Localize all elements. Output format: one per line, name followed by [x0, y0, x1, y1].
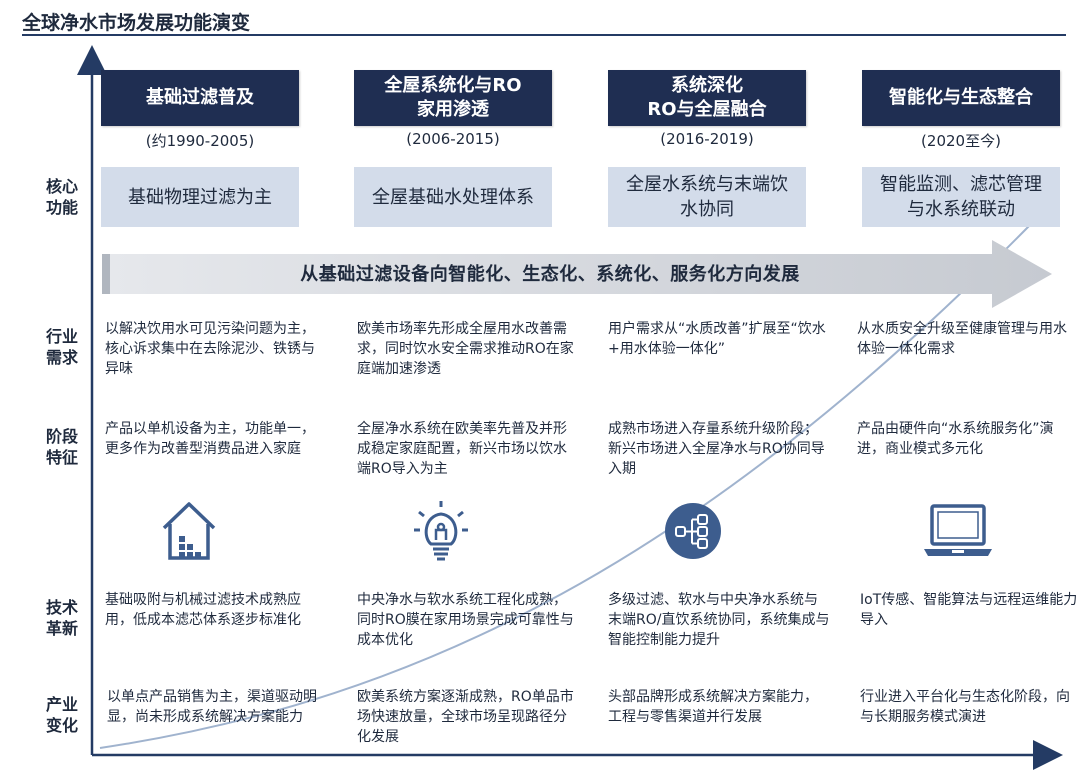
stage-2-features: 全屋净水系统在欧美率先普及并形成稳定家庭配置，新兴市场以饮水端RO导入为主	[357, 421, 567, 477]
stage-1-period: (约1990-2005)	[145, 132, 255, 150]
row-label-features: 阶段 特征	[45, 427, 78, 467]
stage-3-period: (2016-2019)	[660, 130, 754, 148]
stage-2-period: (2006-2015)	[406, 130, 500, 148]
stage-2-core: 全屋基础水处理体系	[354, 167, 552, 227]
stage-1-tech: 基础吸附与机械过滤技术成熟应用，低成本滤芯体系逐步标准化	[105, 592, 301, 628]
stage-4-core: 智能监测、滤芯管理与水系统联动	[862, 167, 1060, 227]
laptop-icon	[924, 504, 992, 556]
growth-curve	[99, 224, 1031, 749]
stage-3-demand: 用户需求从“水质改善”扩展至“饮水+用水体验一体化”	[608, 321, 826, 357]
title-rule	[22, 34, 1066, 36]
stage-2-demand: 欧美市场率先形成全屋用水改善需求，同时饮水安全需求推动RO在家庭端加速渗透	[357, 321, 574, 377]
row-label-industry: 产业 变化	[45, 695, 78, 735]
stage-1-core: 基础物理过滤为主	[101, 167, 299, 227]
stage-3-features: 成熟市场进入存量系统升级阶段；新兴市场进入全屋净水与RO协同导入期	[608, 421, 825, 477]
page-title: 全球净水市场发展功能演变	[22, 12, 251, 34]
stage-3-core: 全屋水系统与末端饮水协同	[608, 167, 806, 227]
lightbulb-icon	[414, 501, 468, 561]
row-label-core: 核心 功能	[45, 177, 78, 217]
stage-1-demand: 以解决饮用水可见污染问题为主，核心诉求集中在去除泥沙、铁锈与异味	[105, 321, 315, 377]
stage-1-title: 基础过滤普及	[101, 70, 299, 126]
stage-4-tech: IoT传感、智能算法与远程运维能力导入	[860, 592, 1078, 628]
stage-4-features: 产品由硬件向“水系统服务化”演进，商业模式多元化	[857, 421, 1054, 457]
stage-4-industry: 行业进入平台化与生态化阶段，向与长期服务模式演进	[860, 689, 1070, 725]
development-band-text: 从基础过滤设备向智能化、生态化、系统化、服务化方向发展	[300, 264, 800, 285]
row-label-tech: 技术 革新	[45, 598, 78, 638]
stage-2-title: 全屋系统化与RO 家用渗透	[354, 70, 552, 126]
stage-4-demand: 从水质安全升级至健康管理与用水体验一体化需求	[857, 321, 1067, 357]
stage-3-industry: 头部品牌形成系统解决方案能力，工程与零售渠道并行发展	[608, 689, 818, 725]
stage-1-features: 产品以单机设备为主，功能单一，更多作为改善型消费品进入家庭	[105, 421, 315, 457]
stage-3-title: 系统深化 RO与全屋融合	[608, 70, 806, 126]
stage-1-industry: 以单点产品销售为主，渠道驱动明显，尚未形成系统解决方案能力	[107, 689, 317, 725]
stage-3-tech: 多级过滤、软水与中央净水系统与末端RO/直饮系统协同，系统集成与智能控制能力提升	[608, 592, 830, 648]
stage-2-tech: 中央净水与软水系统工程化成熟，同时RO膜在家用场景完成可靠性与成本优化	[357, 592, 574, 648]
stage-2-industry: 欧美系统方案逐渐成熟，RO单品市场快速放量，全球市场呈现路径分化发展	[357, 689, 574, 745]
stage-4-period: (2020至今)	[921, 132, 1001, 150]
house-icon	[162, 502, 216, 560]
development-band-arrow	[102, 240, 1052, 308]
network-icon	[665, 503, 721, 559]
stage-4-title: 智能化与生态整合	[862, 70, 1060, 126]
row-label-demand: 行业 需求	[45, 327, 78, 367]
